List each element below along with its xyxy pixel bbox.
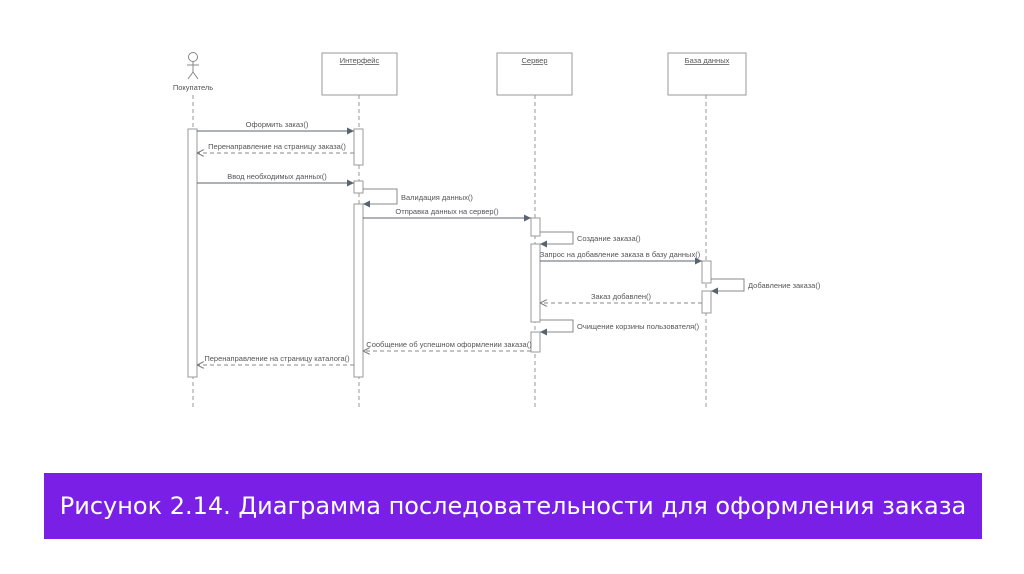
message-redirect-catalog: Перенаправление на страницу каталога() xyxy=(197,354,354,365)
activation-server-3 xyxy=(530,331,541,353)
message-create-order: Создание заказа() xyxy=(540,231,641,248)
message-label: Добавление заказа() xyxy=(748,281,821,290)
message-enter-data: Ввод необходимых данных() xyxy=(197,172,354,187)
message-place-order: Оформить заказ() xyxy=(197,120,354,135)
lifeline-header-database: База данных xyxy=(667,52,747,96)
message-label: Валидация данных() xyxy=(401,193,473,202)
message-send-to-server: Отправка данных на сервер() xyxy=(363,207,531,222)
message-validate-data: Валидация данных() xyxy=(363,188,473,208)
activation-database-2 xyxy=(701,290,712,314)
message-label: Создание заказа() xyxy=(577,234,641,243)
message-label: Оформить заказ() xyxy=(246,120,309,129)
message-label: Перенаправление на страницу каталога() xyxy=(204,354,350,363)
actor-label: Покупатель xyxy=(173,83,213,92)
sequence-diagram: Покупатель Интерфейс Сервер База данных … xyxy=(173,52,821,410)
lifeline-label-database: База данных xyxy=(685,56,730,65)
lifeline-label-server: Сервер xyxy=(521,56,547,65)
message-clear-cart: Очищение корзины пользователя() xyxy=(540,319,700,336)
message-success-notification: Сообщение об успешном оформлении заказа(… xyxy=(363,340,532,351)
activation-server-1 xyxy=(530,217,541,237)
actor-icon xyxy=(187,52,199,80)
message-db-insert-request: Запрос на добавление заказа в базу данны… xyxy=(540,250,702,265)
message-redirect-order-page: Перенаправление на страницу заказа() xyxy=(197,142,354,153)
activation-interface-3 xyxy=(353,203,364,378)
message-label: Перенаправление на страницу заказа() xyxy=(208,142,346,151)
activation-server-2 xyxy=(530,243,541,323)
message-label: Ввод необходимых данных() xyxy=(227,172,327,181)
figure-caption: Рисунок 2.14. Диаграмма последовательнос… xyxy=(59,492,967,520)
activation-actor xyxy=(187,128,198,378)
message-label: Заказ добавлен() xyxy=(591,292,652,301)
message-label: Очищение корзины пользователя() xyxy=(577,322,700,331)
message-label: Сообщение об успешном оформлении заказа(… xyxy=(366,340,532,349)
lifeline-label-interface: Интерфейс xyxy=(340,56,380,65)
activation-database-1 xyxy=(701,260,712,284)
lifeline-header-server: Сервер xyxy=(496,52,573,96)
actor-customer: Покупатель xyxy=(173,52,213,92)
message-order-added: Заказ добавлен() xyxy=(540,292,702,303)
activation-interface-1 xyxy=(353,128,364,166)
message-add-order: Добавление заказа() xyxy=(711,278,821,295)
message-label: Отправка данных на сервер() xyxy=(395,207,499,216)
activation-interface-2 xyxy=(353,180,364,194)
lifeline-header-interface: Интерфейс xyxy=(321,52,398,96)
message-label: Запрос на добавление заказа в базу данны… xyxy=(540,250,701,259)
caption-banner: Рисунок 2.14. Диаграмма последовательнос… xyxy=(44,473,982,539)
